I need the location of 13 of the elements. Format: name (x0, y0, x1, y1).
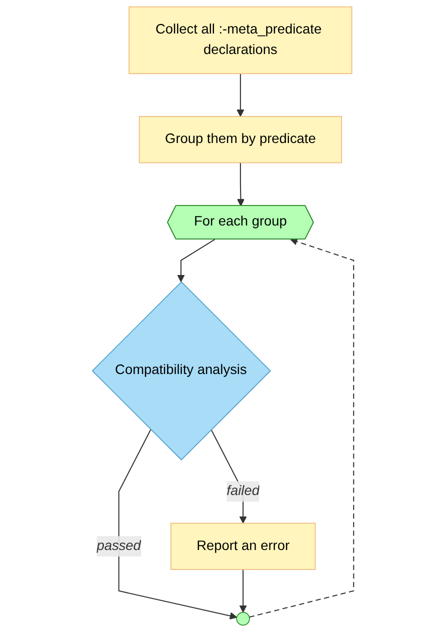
arrow (177, 238, 216, 282)
node-diamond: Compatibility analysis (92, 281, 271, 460)
arrow (118, 429, 238, 620)
arrow (249, 238, 354, 618)
arrow (236, 162, 244, 206)
arrow (239, 569, 247, 613)
node-box: Collect all :-meta_predicate declarations (128, 6, 352, 74)
node-box: Group them by predicate (138, 116, 342, 164)
arrow (236, 74, 244, 117)
node-circle (236, 612, 250, 626)
edge-label: passed (96, 538, 141, 554)
edge-label: failed (226, 484, 260, 498)
node-box: Report an error (170, 522, 316, 570)
